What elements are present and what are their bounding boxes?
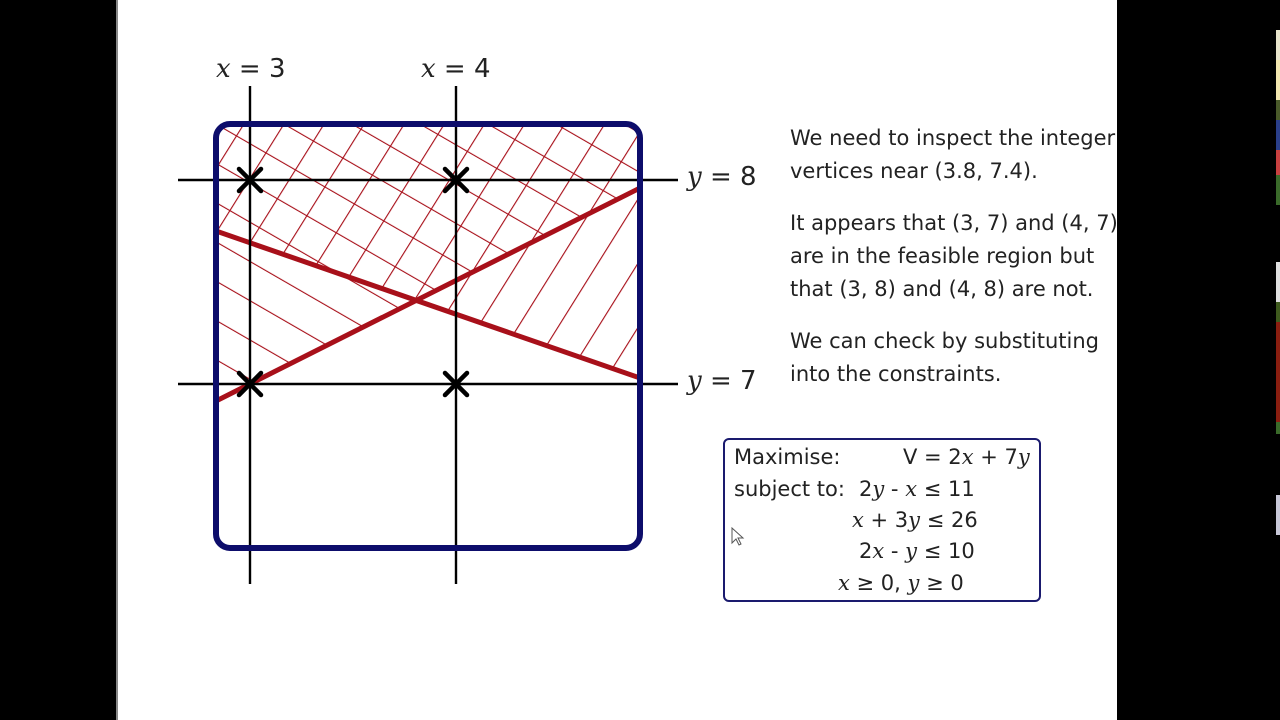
cross-marker-3-7 — [236, 370, 264, 398]
explanation-paragraph-2: It appears that (3, 7) and (4, 7) are in… — [790, 211, 1118, 301]
graph-frame — [213, 121, 643, 551]
label-y-equals-7: y = 7 — [687, 366, 757, 396]
label-x-equals-3: x = 3 — [216, 54, 286, 84]
constraint-line-x-plus-3y — [216, 228, 640, 381]
label-y-equals-8: y = 8 — [687, 162, 757, 192]
constraint-line-2y-minus-x — [216, 185, 640, 404]
cross-marker-3-8 — [236, 166, 264, 194]
mouse-cursor-icon — [731, 527, 745, 546]
background-window-strip — [1276, 0, 1280, 720]
explanation-paragraph-1: We need to inspect the integer vertices … — [790, 126, 1116, 183]
hatched-regions — [216, 124, 640, 404]
explanation-paragraph-3: We can check by substituting into the co… — [790, 329, 1099, 386]
maximise-label: Maximise: — [734, 445, 841, 469]
constraint-1: 2y - x ≤ 11 — [859, 477, 975, 501]
constraint-3: 2x - y ≤ 10 — [859, 539, 975, 563]
subject-to-label: subject to: — [734, 477, 845, 501]
constraint-2: x + 3y ≤ 26 — [852, 508, 978, 532]
lp-problem-box: Maximise: V = 2x + 7y subject to: 2y - x… — [723, 438, 1041, 602]
objective-function: V = 2x + 7y — [903, 445, 1030, 469]
cross-marker-4-7 — [442, 370, 470, 398]
constraint-nonnegativity: x ≥ 0, y ≥ 0 — [838, 571, 964, 595]
cross-marker-4-8 — [442, 166, 470, 194]
label-x-equals-4: x = 4 — [421, 54, 491, 84]
